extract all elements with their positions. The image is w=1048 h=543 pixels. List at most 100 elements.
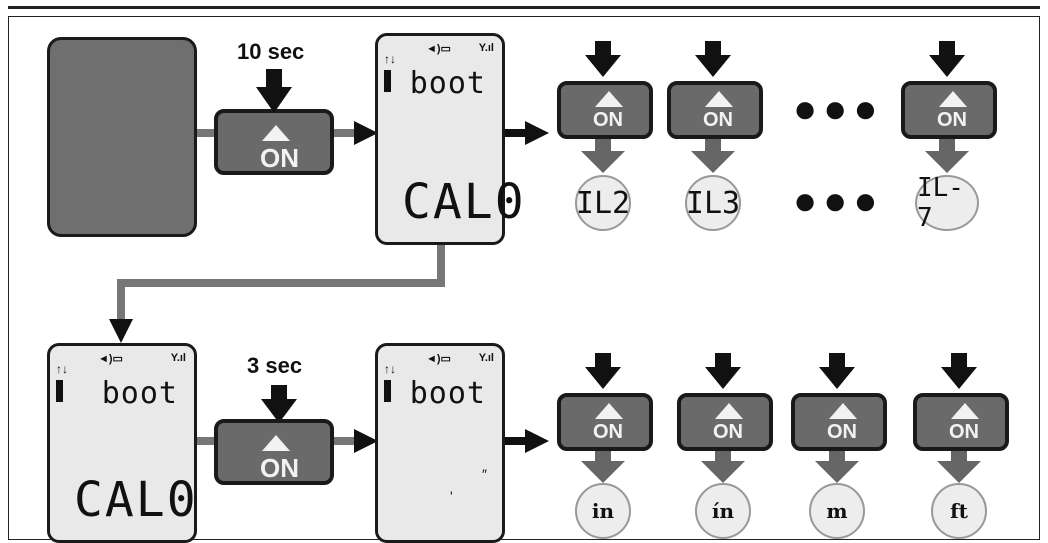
on-label: ON [949, 421, 979, 443]
on-button: ON [913, 393, 1009, 451]
triangle-icon [595, 403, 623, 419]
screen-value: CAL0 [74, 472, 198, 528]
press-arrow-shaft [951, 353, 967, 369]
on-button: ON [791, 393, 887, 451]
lcd-screen-calibration: ◄)▭ Y.ıl ↑↓ boot CAL0 [47, 343, 197, 543]
unit-circle: m [809, 483, 865, 539]
press-arrow-shaft [939, 41, 955, 57]
result-arrow-shaft [939, 139, 955, 153]
hold-time-label: 10 sec [237, 39, 305, 64]
unit-circle: ín [695, 483, 751, 539]
connector [117, 279, 445, 287]
on-button: ON [557, 393, 653, 451]
on-label: ON [260, 143, 299, 173]
speaker-battery-icon: ◄)▭ [426, 43, 451, 55]
signal-icon: Y.ıl [170, 352, 186, 364]
press-arrow-shaft [829, 353, 845, 369]
press-arrow-icon [256, 87, 292, 113]
triangle-icon [262, 435, 290, 451]
result-arrow-icon [937, 461, 981, 483]
press-arrow-icon [585, 55, 621, 77]
on-button: ON [214, 419, 334, 485]
unit-circle: ft [931, 483, 987, 539]
triangle-icon [951, 403, 979, 419]
diagram-frame: 10 sec ON ◄)▭ Y.ıl ↑↓ boot CAL0 ON IL2 [8, 6, 1040, 543]
top-rule [8, 6, 1040, 9]
connector [197, 129, 221, 137]
connector [334, 129, 356, 137]
unit-label: ft [950, 499, 968, 523]
level-bar [384, 380, 391, 402]
result-arrow-shaft [951, 451, 967, 463]
result-value: IL2 [575, 175, 631, 231]
level-bar [56, 380, 63, 402]
triangle-icon [939, 91, 967, 107]
triangle-icon [715, 403, 743, 419]
triangle-icon [595, 91, 623, 107]
down-arrow-icon [109, 319, 133, 343]
result-arrow-shaft [829, 451, 845, 463]
result-arrow-shaft [715, 451, 731, 463]
result-arrow-icon [815, 461, 859, 483]
result-value: IL3 [685, 175, 741, 231]
right-arrow-icon [525, 429, 549, 453]
updown-icon: ↑↓ [384, 52, 396, 66]
on-label: ON [593, 109, 623, 131]
connector [117, 279, 125, 323]
on-label: ON [703, 109, 733, 131]
result-value: IL-7 [915, 173, 979, 233]
result-arrow-icon [581, 151, 625, 173]
on-button: ON [901, 81, 997, 139]
on-label: ON [937, 109, 967, 131]
right-arrow-icon [354, 429, 378, 453]
press-arrow-shaft [266, 69, 282, 89]
press-arrow-shaft [715, 353, 731, 369]
speaker-battery-icon: ◄)▭ [426, 353, 451, 365]
connector [505, 129, 527, 137]
press-arrow-icon [929, 55, 965, 77]
on-button: ON [214, 109, 334, 175]
connector [197, 437, 221, 445]
press-arrow-shaft [595, 41, 611, 57]
unit-circle: in [575, 483, 631, 539]
unit-label: m [826, 499, 848, 523]
screen-word: boot [409, 66, 486, 101]
unit-label: in [591, 499, 615, 523]
result-arrow-icon [701, 461, 745, 483]
signal-icon: Y.ıl [478, 352, 494, 364]
diagram-panel: 10 sec ON ◄)▭ Y.ıl ↑↓ boot CAL0 ON IL2 [8, 16, 1040, 543]
ellipsis: ●●● [793, 87, 884, 131]
connector [505, 437, 527, 445]
triangle-icon [262, 125, 290, 141]
press-arrow-icon [941, 367, 977, 389]
screen-value: CAL0 [402, 174, 526, 230]
connector [334, 437, 356, 445]
level-bar [384, 70, 391, 92]
press-arrow-shaft [271, 385, 287, 401]
unit-label: ín [711, 499, 735, 523]
press-arrow-icon [695, 55, 731, 77]
signal-icon: Y.ıl [478, 42, 494, 54]
updown-icon: ↑↓ [56, 362, 68, 376]
press-arrow-shaft [595, 353, 611, 369]
lcd-screen-calibration: ◄)▭ Y.ıl ↑↓ boot CAL0 [375, 33, 524, 245]
connector [437, 245, 445, 285]
ellipsis: ●●● [793, 179, 884, 223]
unit-mark: ″ [482, 466, 487, 482]
screen-word: boot [101, 376, 178, 411]
hold-time-label: 3 sec [247, 353, 303, 378]
result-arrow-icon [581, 461, 625, 483]
on-label: ON [593, 421, 623, 443]
on-label: ON [713, 421, 743, 443]
on-label: ON [827, 421, 857, 443]
result-arrow-shaft [595, 451, 611, 463]
unit-mark: ' [450, 488, 453, 504]
triangle-icon [829, 403, 857, 419]
updown-icon: ↑↓ [384, 362, 396, 376]
result-arrow-shaft [705, 139, 721, 153]
right-arrow-icon [354, 121, 378, 145]
result-arrow-icon [925, 151, 969, 173]
right-arrow-icon [525, 121, 549, 145]
speaker-battery-icon: ◄)▭ [98, 353, 123, 365]
triangle-icon [705, 91, 733, 107]
